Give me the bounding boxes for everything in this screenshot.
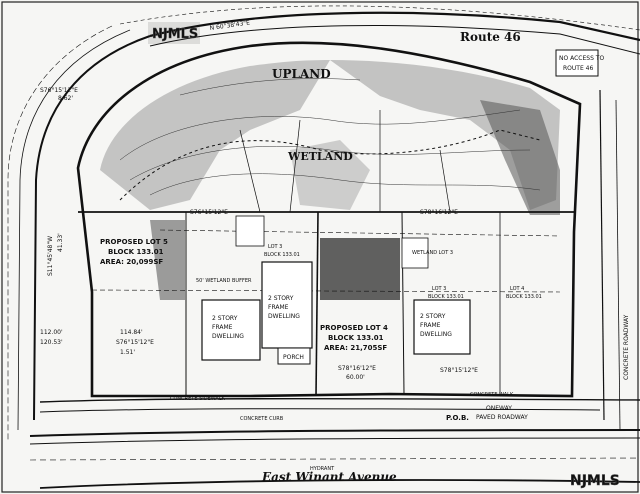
- njmls-watermark: NJMLS NJMLS: [148, 22, 620, 489]
- dwelling-center-l3: DWELLING: [268, 313, 300, 320]
- property-boundary: [76, 41, 582, 398]
- dwelling-right-l2: FRAME: [420, 322, 441, 329]
- porch-box: [277, 347, 311, 365]
- dwelling-right-l1: 2 STORY: [420, 313, 446, 320]
- dwelling-left-l2: FRAME: [212, 324, 233, 331]
- dwelling-center-l2: FRAME: [268, 304, 289, 311]
- buffer-label: 50' WETLAND BUFFER: [196, 278, 252, 284]
- upland-label: UPLAND: [272, 67, 331, 81]
- dwelling-left-l1: 2 STORY: [212, 315, 238, 322]
- distance-7: 41.33': [57, 233, 64, 252]
- neighbor-lot-4-line2: BLOCK 133.01: [506, 294, 542, 300]
- neighbor-lot-3-line2: BLOCK 133.01: [428, 294, 464, 300]
- route-46-roadway: [119, 5, 640, 55]
- lot-4-line2: BLOCK 133.01: [328, 334, 384, 342]
- wetland-boundary: [119, 129, 541, 201]
- lot-5-label: PROPOSED LOT 5 BLOCK 133.01 AREA: 20,099…: [100, 238, 168, 266]
- right-roadway: [599, 89, 621, 431]
- no-access-line1: NO ACCESS TO: [559, 55, 604, 62]
- distance-12: 112.00': [40, 329, 63, 336]
- bearing-4: S78°16'12"E: [420, 209, 458, 216]
- concrete-walk-label: CONCRETE WALK: [470, 392, 514, 398]
- watermark-top: NJMLS: [152, 27, 198, 42]
- bearing-1: S76°15'12"E: [40, 87, 78, 94]
- bearing-7: S11°45'48"W: [47, 236, 54, 276]
- route-46-label: Route 46: [460, 30, 521, 44]
- dwelling-center: 2 STORY FRAME DWELLING: [261, 261, 313, 349]
- wetland-label: WETLAND: [287, 150, 353, 163]
- concrete-sidewalk-label: CONCRETE SIDEWALK: [170, 396, 226, 402]
- concrete-roadway-label: CONCRETE ROADWAY: [623, 314, 630, 380]
- lot-4-label: PROPOSED LOT 4 BLOCK 133.01 AREA: 21,705…: [320, 324, 388, 352]
- wetland-lot-label: WETLAND LOT 3: [412, 250, 453, 256]
- bearing-5: S78°16'12"E: [338, 365, 376, 372]
- dwelling-left: 2 STORY FRAME DWELLING: [201, 299, 261, 361]
- lot-5-line1: PROPOSED LOT 5: [100, 238, 168, 246]
- oneway-label: ONEWAY: [486, 405, 512, 412]
- contour-lines: [119, 78, 541, 196]
- dwelling-right-l3: DWELLING: [420, 331, 452, 338]
- distance-1: 8.62': [58, 95, 73, 102]
- small-structure: [235, 215, 265, 247]
- pob-label: P.O.B.: [446, 414, 469, 422]
- dwelling-right: 2 STORY FRAME DWELLING: [413, 299, 471, 355]
- neighbor-lot-4-label: LOT 4 BLOCK 133.01: [506, 286, 542, 300]
- porch-label: PORCH: [283, 354, 304, 361]
- shaded-upland-region: [100, 60, 560, 215]
- distance-11: 1.51': [120, 349, 135, 356]
- lot-3-line1: LOT 3: [268, 244, 282, 250]
- east-winant-roadway: [29, 397, 640, 489]
- dwelling-left-l3: DWELLING: [212, 333, 244, 340]
- lot-4-line1: PROPOSED LOT 4: [320, 324, 388, 332]
- distance-5: 60.00': [346, 374, 365, 381]
- concrete-curb-label: CONCRETE CURB: [240, 416, 284, 422]
- dwelling-center-l1: 2 STORY: [268, 295, 294, 302]
- street-name-label: East Winant Avenue: [261, 470, 397, 484]
- bearing-3: S76°15'12"E: [190, 209, 228, 216]
- distance-13: 120.53': [40, 339, 63, 346]
- neighbor-lot-4-line1: LOT 4: [510, 286, 524, 292]
- distance-9: 114.84': [120, 329, 143, 336]
- watermark-bottom: NJMLS: [570, 473, 620, 489]
- hydrant-label: HYDRANT: [310, 466, 335, 472]
- no-access-box: NO ACCESS TO ROUTE 46: [555, 49, 604, 77]
- paved-roadway-label: PAVED ROADWAY: [476, 414, 528, 421]
- no-access-line2: ROUTE 46: [563, 65, 593, 72]
- left-curve-roadway: [7, 25, 151, 440]
- lot-4-line3: AREA: 21,705SF: [324, 344, 387, 352]
- bearing-14: S78°15'12"E: [440, 367, 478, 374]
- lot-5-line3: AREA: 20,099SF: [100, 258, 163, 266]
- frame-garage: [401, 237, 429, 269]
- neighbor-lot-3-line1: LOT 3: [432, 286, 446, 292]
- bearing-10: S76°15'12"E: [116, 339, 154, 346]
- hatched-wetland-areas: [150, 220, 400, 300]
- lot-5-line2: BLOCK 133.01: [108, 248, 164, 256]
- lot-3-line2: BLOCK 133.01: [264, 252, 300, 258]
- neighbor-lot-3-label: LOT 3 BLOCK 133.01: [428, 286, 464, 300]
- lot-3-label: LOT 3 BLOCK 133.01: [264, 244, 300, 258]
